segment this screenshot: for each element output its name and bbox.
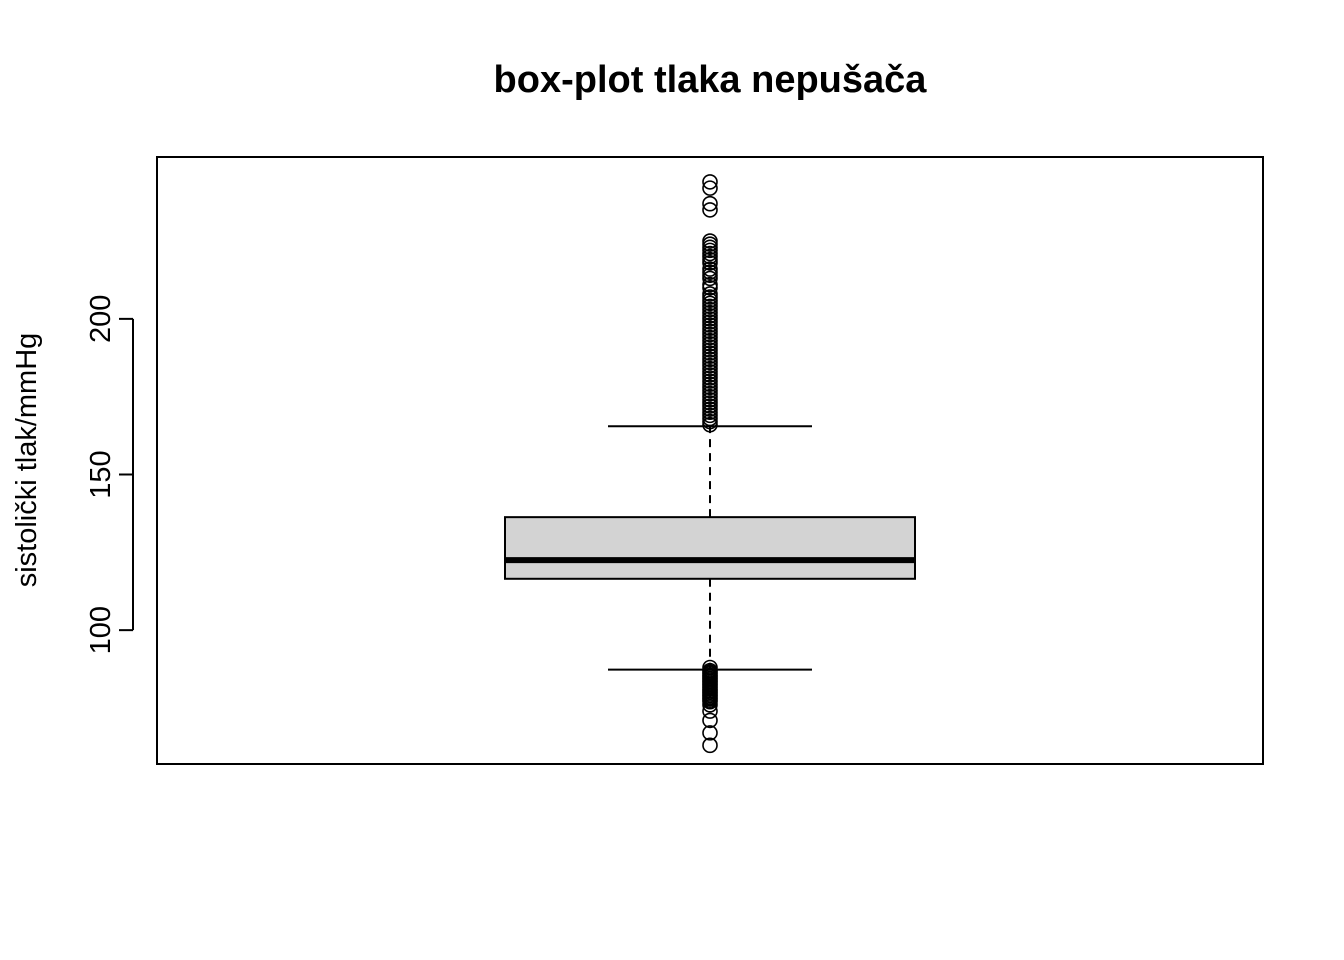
- box-plot: [504, 425, 916, 671]
- iqr-box: [504, 516, 916, 580]
- outlier-point: [702, 195, 718, 212]
- outlier-point: [702, 261, 718, 277]
- outlier-points: [702, 174, 718, 754]
- outlier-point: [702, 276, 718, 293]
- outlier-point: [702, 233, 718, 249]
- y-axis-label: sistolički tlak/mmHg: [11, 333, 43, 588]
- y-tick-label: 200: [85, 295, 117, 343]
- outlier-point: [702, 697, 718, 713]
- outlier-point: [702, 725, 718, 741]
- outlier-point: [702, 180, 718, 196]
- chart-title: box-plot tlaka nepušača: [494, 59, 928, 101]
- outlier-point: [702, 712, 718, 729]
- outlier-point: [702, 174, 718, 190]
- outlier-point: [702, 202, 718, 218]
- plot-frame: [156, 156, 1264, 765]
- y-tick-label: 150: [85, 450, 117, 498]
- outlier-point: [702, 737, 718, 754]
- y-axis: 100 150 200: [85, 295, 134, 654]
- y-tick-label: 100: [85, 606, 117, 654]
- outlier-point: [702, 286, 718, 302]
- outlier-point: [702, 703, 718, 719]
